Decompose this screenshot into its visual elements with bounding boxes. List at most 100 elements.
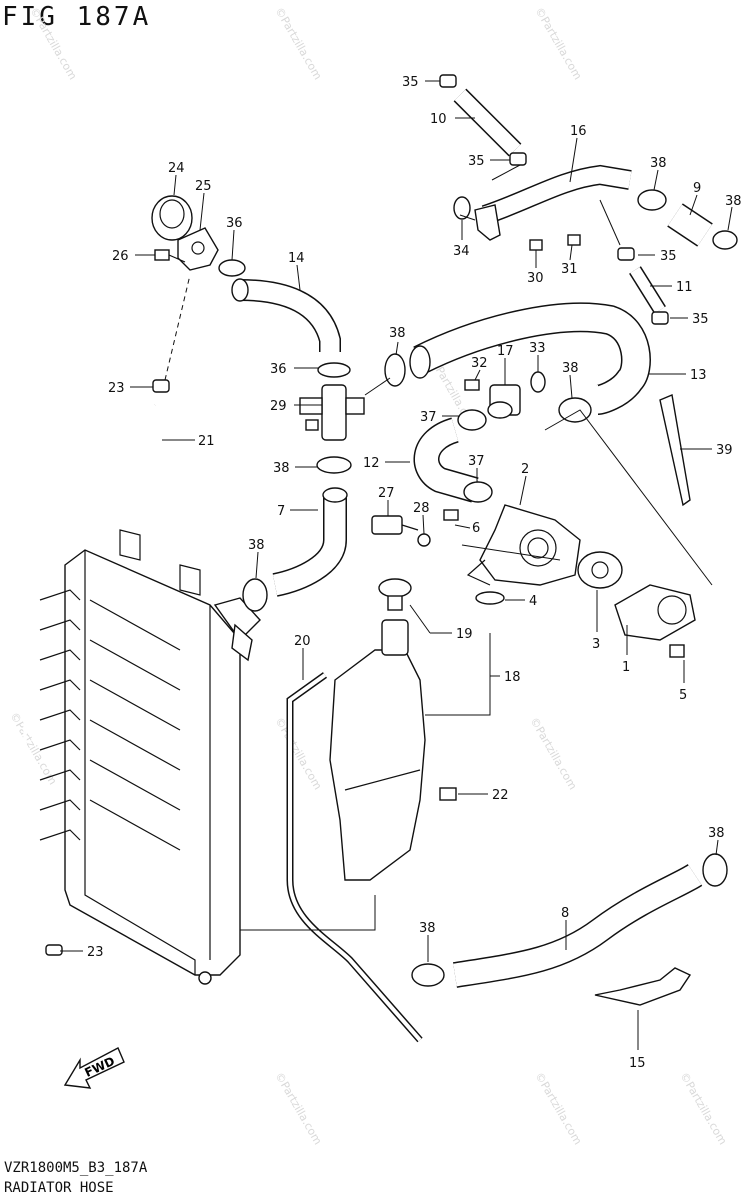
callout-4: 4 xyxy=(529,594,537,609)
callout-35: 35 xyxy=(660,249,677,264)
watermark: ©Partzilla.com xyxy=(27,5,79,82)
clamp-38-8a xyxy=(411,963,445,987)
clamp-35b xyxy=(509,152,527,166)
callout-10: 10 xyxy=(430,112,447,127)
thermostat-3 xyxy=(577,551,623,589)
callout-35: 35 xyxy=(402,75,419,90)
callout-30: 30 xyxy=(527,271,544,286)
clamp-38-8b xyxy=(702,853,728,887)
washer-28 xyxy=(417,533,431,547)
bolt-5 xyxy=(669,644,685,658)
clamp-38-13b xyxy=(558,397,592,423)
diagram-code: VZR1800M5_B3_187A xyxy=(4,1160,148,1176)
callout-35: 35 xyxy=(692,312,709,327)
fwd-arrow: FWD xyxy=(63,1047,125,1089)
callout-35: 35 xyxy=(468,154,485,169)
fitting-29 xyxy=(299,384,365,441)
bolt-30 xyxy=(529,239,543,251)
pipe-16-end xyxy=(474,204,501,241)
strap-39 xyxy=(659,394,691,507)
watermark: ©Partzilla.com xyxy=(272,715,324,792)
oring-33 xyxy=(530,371,546,393)
callout-27: 27 xyxy=(378,486,395,501)
figure-title: FIG 187A xyxy=(2,2,152,32)
callout-9: 9 xyxy=(693,181,701,196)
callout-34: 34 xyxy=(453,244,470,259)
cap-19 xyxy=(378,578,412,611)
clamp-35a xyxy=(439,74,457,88)
watermark: ©Partzilla.com xyxy=(527,715,579,792)
bolt-32 xyxy=(464,379,480,391)
diagram-name: RADIATOR HOSE xyxy=(4,1180,114,1196)
clamp-37a xyxy=(457,409,487,431)
clamp-23-upper xyxy=(152,379,170,393)
callout-26: 26 xyxy=(112,249,129,264)
clamp-38-9b xyxy=(712,230,738,250)
bolt-31 xyxy=(567,234,581,246)
bolt-22 xyxy=(439,787,457,801)
sensor-27 xyxy=(371,515,419,535)
callout-37: 37 xyxy=(468,454,485,469)
watermark: ©Partzilla.com xyxy=(532,5,584,82)
clamp-38-13a xyxy=(384,353,406,387)
clamp-38-mid xyxy=(316,456,352,474)
callout-38: 38 xyxy=(273,461,290,476)
callout-36: 36 xyxy=(270,362,287,377)
callout-21: 21 xyxy=(198,434,215,449)
callout-28: 28 xyxy=(413,501,430,516)
callout-29: 29 xyxy=(270,399,287,414)
callout-36: 36 xyxy=(226,216,243,231)
callout-38: 38 xyxy=(725,194,742,209)
filler-neck-25 xyxy=(177,227,219,271)
callout-15: 15 xyxy=(629,1056,646,1071)
callout-6: 6 xyxy=(472,521,480,536)
watermark: ©Partzilla.com xyxy=(272,1070,324,1147)
callout-38: 38 xyxy=(419,921,436,936)
callout-33: 33 xyxy=(529,341,546,356)
clamp-35c xyxy=(617,247,635,261)
fitting-17 xyxy=(487,384,521,419)
bracket-15 xyxy=(594,967,692,1006)
cover-1 xyxy=(614,584,696,641)
callouts: 35 10 35 16 38 9 38 24 25 36 26 14 34 xyxy=(60,75,742,1071)
clamp-36-lower xyxy=(317,362,351,378)
callout-17: 17 xyxy=(497,344,514,359)
callout-39: 39 xyxy=(716,443,733,458)
callout-31: 31 xyxy=(561,262,578,277)
hose-21-inner xyxy=(23,395,162,1017)
callout-14: 14 xyxy=(288,251,305,266)
callout-32: 32 xyxy=(471,356,488,371)
clamp-36-upper xyxy=(218,259,246,277)
watermark: ©Partzilla.com xyxy=(272,5,324,82)
reservoir-18 xyxy=(329,619,426,881)
callout-22: 22 xyxy=(492,788,509,803)
callout-3: 3 xyxy=(592,637,600,652)
bolt-6 xyxy=(443,509,459,521)
callout-25: 25 xyxy=(195,179,212,194)
radiator xyxy=(39,529,261,985)
clamp-37b xyxy=(463,481,493,503)
callout-20: 20 xyxy=(294,634,311,649)
clamp-38-9a xyxy=(637,189,667,211)
callout-38: 38 xyxy=(708,826,725,841)
watermark: ©Partzilla.com xyxy=(677,1070,729,1147)
callout-19: 19 xyxy=(456,627,473,642)
clamp-35d xyxy=(651,311,669,325)
oring-34 xyxy=(453,196,471,220)
callout-18: 18 xyxy=(504,670,521,685)
callout-38: 38 xyxy=(562,361,579,376)
callout-1: 1 xyxy=(622,660,630,675)
callout-37: 37 xyxy=(420,410,437,425)
callout-2: 2 xyxy=(521,462,529,477)
radiator-cap-24 xyxy=(151,195,193,241)
callout-38: 38 xyxy=(248,538,265,553)
watermark: ©Partzilla.com xyxy=(7,710,59,787)
clamp-23-lower xyxy=(45,944,63,956)
callout-11: 11 xyxy=(676,280,693,295)
oring-4 xyxy=(475,591,505,605)
callout-16: 16 xyxy=(570,124,587,139)
callout-8: 8 xyxy=(561,906,569,921)
callout-23: 23 xyxy=(108,381,125,396)
